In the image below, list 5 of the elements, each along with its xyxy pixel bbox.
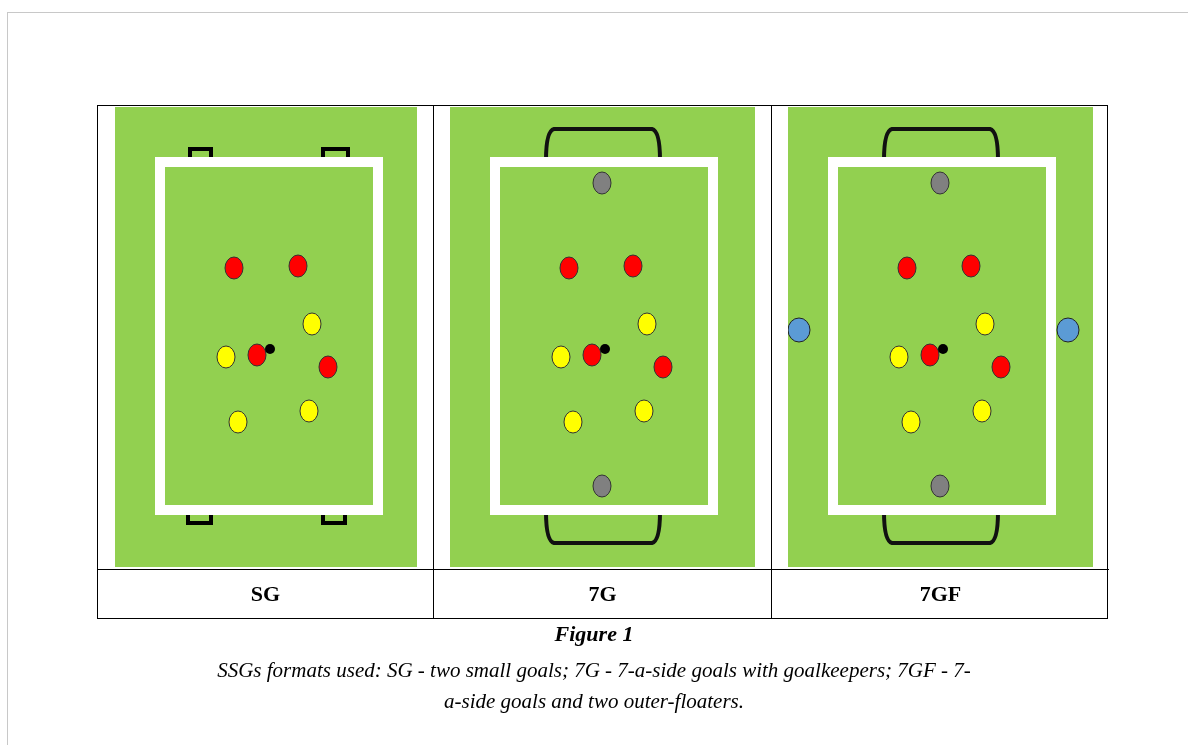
format-label: 7GF bbox=[919, 581, 962, 607]
figure-title: Figure 1 bbox=[553, 621, 635, 647]
format-label: SG bbox=[250, 581, 281, 607]
format-label: 7G bbox=[588, 581, 617, 607]
figure-caption: SSGs formats used: SG - two small goals; 7G - 7-a-side goals with goalkeepers; 7GF - 7-a-side goals and two outer-floaters. bbox=[216, 657, 972, 715]
